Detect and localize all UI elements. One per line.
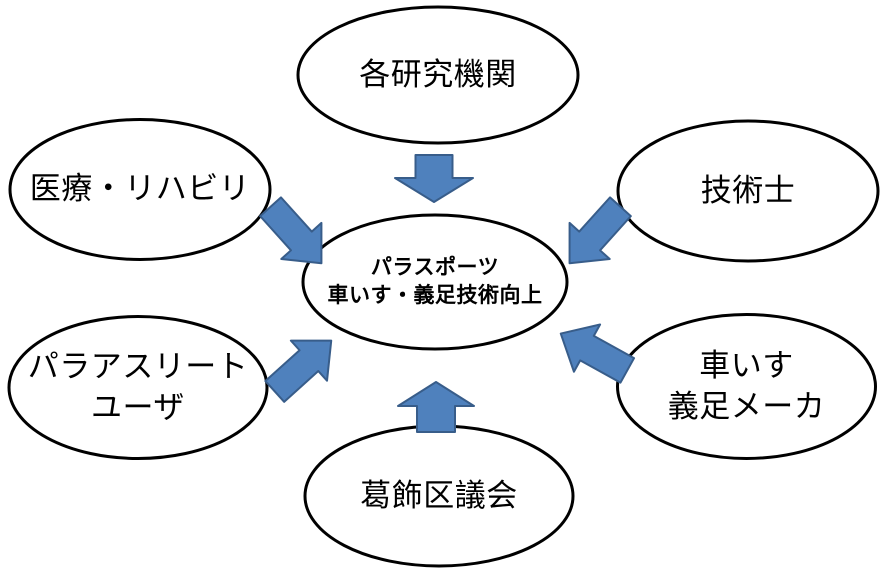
arrow-bottom-to-center-icon [397, 381, 475, 433]
ellipse-lower-right [616, 313, 877, 460]
arrow-upper-left-to-center-icon [259, 196, 323, 265]
ellipse-upper-right [616, 119, 880, 263]
ellipse-bottom [303, 424, 575, 568]
arrow-top-to-center-icon [394, 154, 474, 203]
ellipse-center [301, 213, 569, 351]
ellipse-top [296, 5, 580, 145]
ellipse-lower-left [7, 315, 269, 460]
arrow-lower-left-to-center-icon [264, 339, 333, 403]
arrow-upper-right-to-center-icon [568, 196, 632, 265]
ellipse-upper-left [8, 118, 272, 261]
arrow-lower-right-to-center-icon [559, 323, 636, 384]
